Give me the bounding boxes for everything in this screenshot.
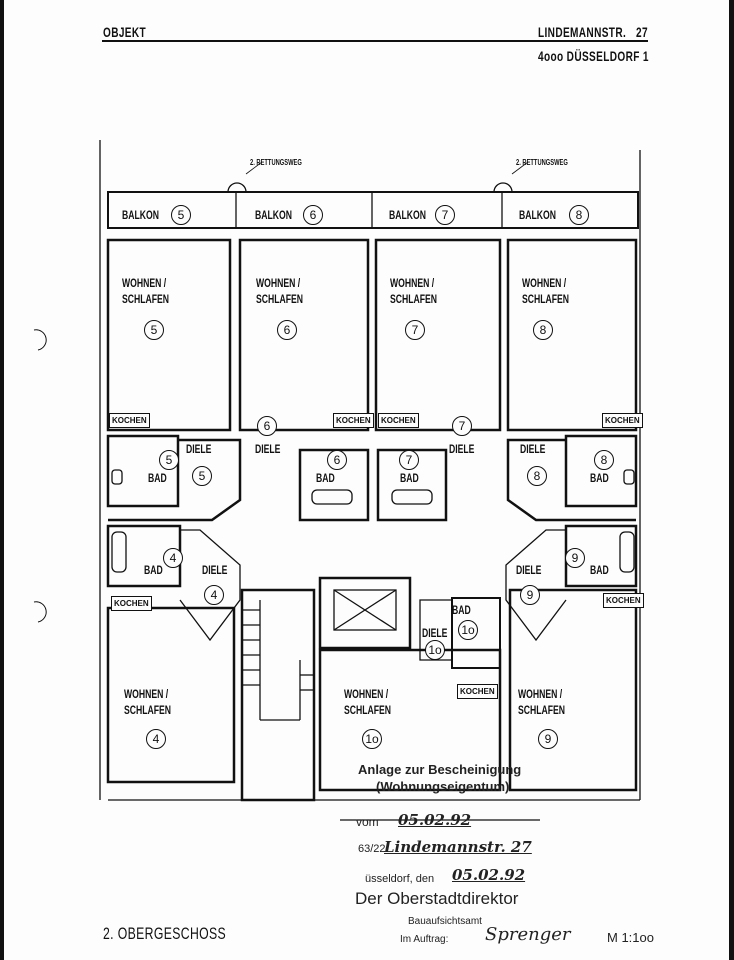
balcony-label: BALKON — [122, 208, 159, 222]
unit-number: 6 — [277, 320, 297, 340]
stamp-line2: (Wohnungseigentum) — [376, 779, 510, 794]
room-living-label: WOHNEN /SCHLAFEN — [344, 687, 392, 717]
unit-number: 8 — [594, 450, 614, 470]
bath-label: BAD — [590, 563, 609, 577]
hall-label: DIELE — [186, 442, 212, 456]
kitchen-label: KOCHEN — [333, 413, 374, 428]
balcony-label: BALKON — [389, 208, 426, 222]
unit-number: 4 — [146, 729, 166, 749]
unit-number: 7 — [435, 205, 455, 225]
room-living-label: WOHNEN /SCHLAFEN — [124, 687, 172, 717]
unit-number: 7 — [405, 320, 425, 340]
stamp-place-label: üsseldorf, den — [365, 873, 435, 885]
room-living-label: WOHNEN /SCHLAFEN — [518, 687, 566, 717]
hall-label: DIELE — [202, 563, 228, 577]
stamp-ref-prefix: 63/22 — [358, 843, 386, 855]
house-number: 27 — [636, 24, 648, 40]
bath-label: BAD — [400, 471, 419, 485]
room-living-label: WOHNEN /SCHLAFEN — [122, 276, 170, 306]
unit-number: 4 — [204, 585, 224, 605]
room-living-label: WOHNEN /SCHLAFEN — [390, 276, 438, 306]
floor-label: 2. OBERGESCHOSS — [103, 924, 227, 943]
unit-number: 1o — [458, 620, 478, 640]
bath-label: BAD — [148, 471, 167, 485]
hall-label: DIELE — [516, 563, 542, 577]
bath-label: BAD — [452, 603, 471, 617]
bath-label: BAD — [590, 471, 609, 485]
kitchen-label: KOCHEN — [111, 596, 152, 611]
hall-label: DIELE — [255, 442, 281, 456]
kitchen-label: KOCHEN — [603, 593, 644, 608]
stamp-authority: Der Oberstadtdirektor — [355, 889, 519, 908]
stamp-vom-date: 05.02.92 — [398, 811, 472, 829]
stamp-order: Im Auftrag: — [400, 934, 449, 945]
unit-number: 9 — [538, 729, 558, 749]
unit-number: 6 — [257, 416, 277, 436]
unit-number: 5 — [171, 205, 191, 225]
objekt-label: OBJEKT — [103, 24, 147, 40]
room-living-label: WOHNEN /SCHLAFEN — [522, 276, 570, 306]
unit-number: 5 — [192, 466, 212, 486]
unit-number: 8 — [569, 205, 589, 225]
unit-number: 5 — [159, 450, 179, 470]
balcony-label: BALKON — [519, 208, 556, 222]
unit-number: 8 — [527, 466, 547, 486]
unit-number: 7 — [399, 450, 419, 470]
stamp-ref-address: Lindemannstr. 27 — [384, 838, 532, 856]
unit-number: 1o — [425, 640, 445, 660]
scan-edge-right — [729, 0, 734, 960]
bath-label: BAD — [316, 471, 335, 485]
escape-route-label: 2. RETTUNGSWEG — [250, 158, 302, 167]
stamp-vom-label: vom — [356, 815, 379, 829]
unit-number: 6 — [327, 450, 347, 470]
unit-number: 9 — [565, 548, 585, 568]
unit-number: 9 — [520, 585, 540, 605]
balcony-label: BALKON — [255, 208, 292, 222]
unit-number: 8 — [533, 320, 553, 340]
bath-label: BAD — [144, 563, 163, 577]
hall-label: DIELE — [449, 442, 475, 456]
unit-number: 7 — [452, 416, 472, 436]
stamp-place-date: 05.02.92 — [452, 866, 526, 884]
street-label: LINDEMANNSTR. — [538, 24, 627, 40]
signature: Sprenger — [485, 924, 571, 945]
escape-route-label: 2. RETTUNGSWEG — [516, 158, 568, 167]
scale-label: M 1:1oo — [607, 930, 654, 945]
city-label: 4ooo DÜSSELDORF 1 — [538, 48, 649, 64]
kitchen-label: KOCHEN — [378, 413, 419, 428]
stamp-line1: Anlage zur Bescheinigung — [358, 762, 522, 777]
room-living-label: WOHNEN /SCHLAFEN — [256, 276, 304, 306]
unit-number: 4 — [163, 548, 183, 568]
kitchen-label: KOCHEN — [109, 413, 150, 428]
unit-number: 5 — [144, 320, 164, 340]
unit-number: 1o — [362, 729, 382, 749]
stamp-office: Bauaufsichtsamt — [408, 916, 482, 927]
kitchen-label: KOCHEN — [457, 684, 498, 699]
scan-edge-left — [0, 0, 4, 960]
hall-label: DIELE — [422, 626, 448, 640]
hall-label: DIELE — [520, 442, 546, 456]
unit-number: 6 — [303, 205, 323, 225]
kitchen-label: KOCHEN — [602, 413, 643, 428]
